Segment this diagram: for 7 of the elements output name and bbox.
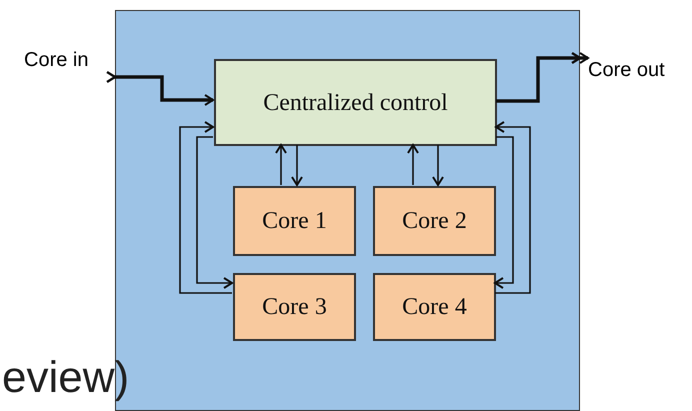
io-label: Core in (24, 50, 114, 76)
process-box: Core 3 (233, 273, 356, 341)
process-box: Core 2 (373, 186, 496, 256)
process-box: Centralized control (214, 59, 497, 146)
io-label: Core out (588, 60, 690, 90)
process-box: Core 1 (233, 186, 356, 256)
process-box: Core 4 (373, 273, 496, 341)
